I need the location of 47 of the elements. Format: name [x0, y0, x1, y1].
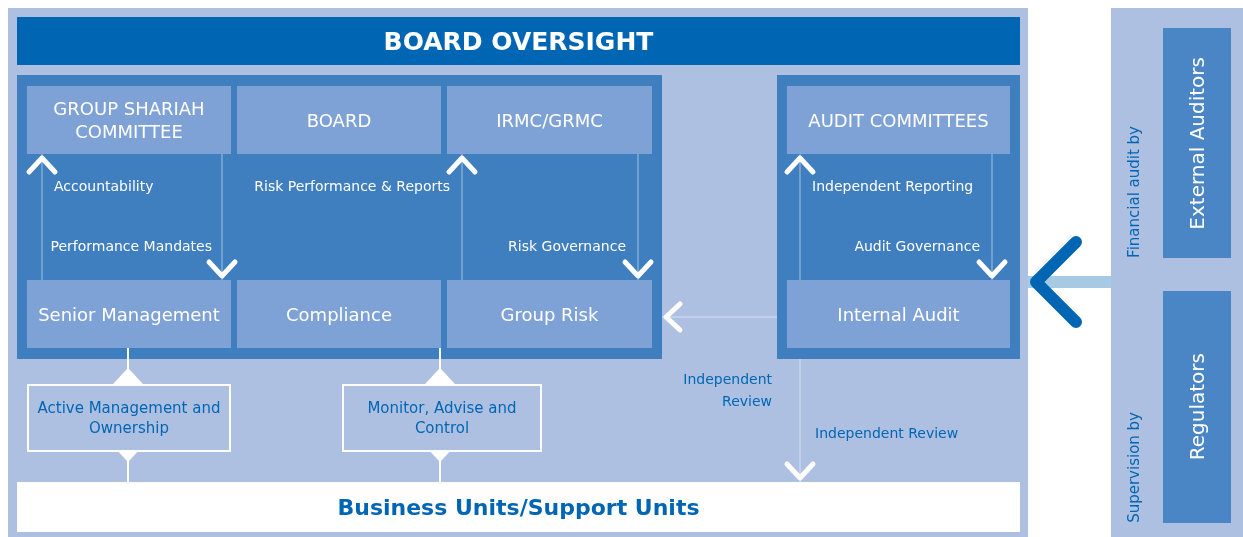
- process-box: [237, 86, 441, 154]
- side-label: Supervision by: [1124, 412, 1144, 523]
- panel-background: [17, 75, 662, 359]
- process-box: [447, 86, 652, 154]
- chevron-arrow: [1028, 236, 1111, 328]
- process-box: [787, 86, 1010, 154]
- node-label: AUDIT COMMITTEES: [808, 108, 989, 132]
- chevron-arrow: [784, 358, 816, 483]
- heading: Business Units/Support Units: [337, 495, 700, 519]
- node-label: External Auditors: [1185, 56, 1209, 230]
- node-label: Group Risk: [500, 302, 599, 326]
- edge-label: Independent Reporting: [812, 178, 974, 194]
- edge-label: Independent Review: [682, 370, 772, 411]
- chevron-arrow: [206, 153, 238, 281]
- process-box: [27, 86, 231, 154]
- chevron-arrow: [622, 153, 654, 281]
- panel-background: [777, 75, 1020, 359]
- panel-background: [8, 8, 1028, 537]
- side-label: Financial audit by: [1124, 126, 1144, 258]
- footer-band: [17, 482, 1020, 532]
- node-label: IRMC/GRMC: [496, 108, 603, 132]
- edge-label: Risk Governance: [508, 238, 626, 254]
- edge-label: Audit Governance: [854, 238, 980, 254]
- edge-label: Active Management and Ownership: [27, 384, 231, 452]
- node-label: Compliance: [286, 302, 392, 326]
- chevron-arrow: [446, 153, 478, 281]
- edge-label: Accountability: [54, 178, 154, 194]
- edge-label: Performance Mandates: [50, 238, 212, 254]
- chevron-arrow: [26, 153, 58, 281]
- node-label: Internal Audit: [837, 302, 960, 326]
- heading: BOARD OVERSIGHT: [383, 29, 654, 53]
- process-box: [237, 280, 441, 348]
- process-box: [787, 280, 1010, 348]
- node-label: BOARD: [306, 108, 372, 132]
- edge-label: Independent Review: [815, 425, 959, 441]
- process-box: [27, 280, 231, 348]
- chevron-arrow: [976, 153, 1008, 281]
- node-label: Senior Management: [38, 302, 220, 326]
- chevron-arrow: [784, 153, 816, 281]
- process-box: [447, 280, 652, 348]
- node-label: Regulators: [1185, 353, 1209, 461]
- node-label: GROUP SHARIAH COMMITTEE: [52, 97, 206, 143]
- panel-background: [1111, 8, 1243, 537]
- edge-label: Risk Performance & Reports: [254, 178, 450, 194]
- edge-label: Monitor, Advise and Control: [342, 384, 542, 452]
- chevron-arrow: [661, 301, 778, 333]
- header-band: [17, 17, 1020, 65]
